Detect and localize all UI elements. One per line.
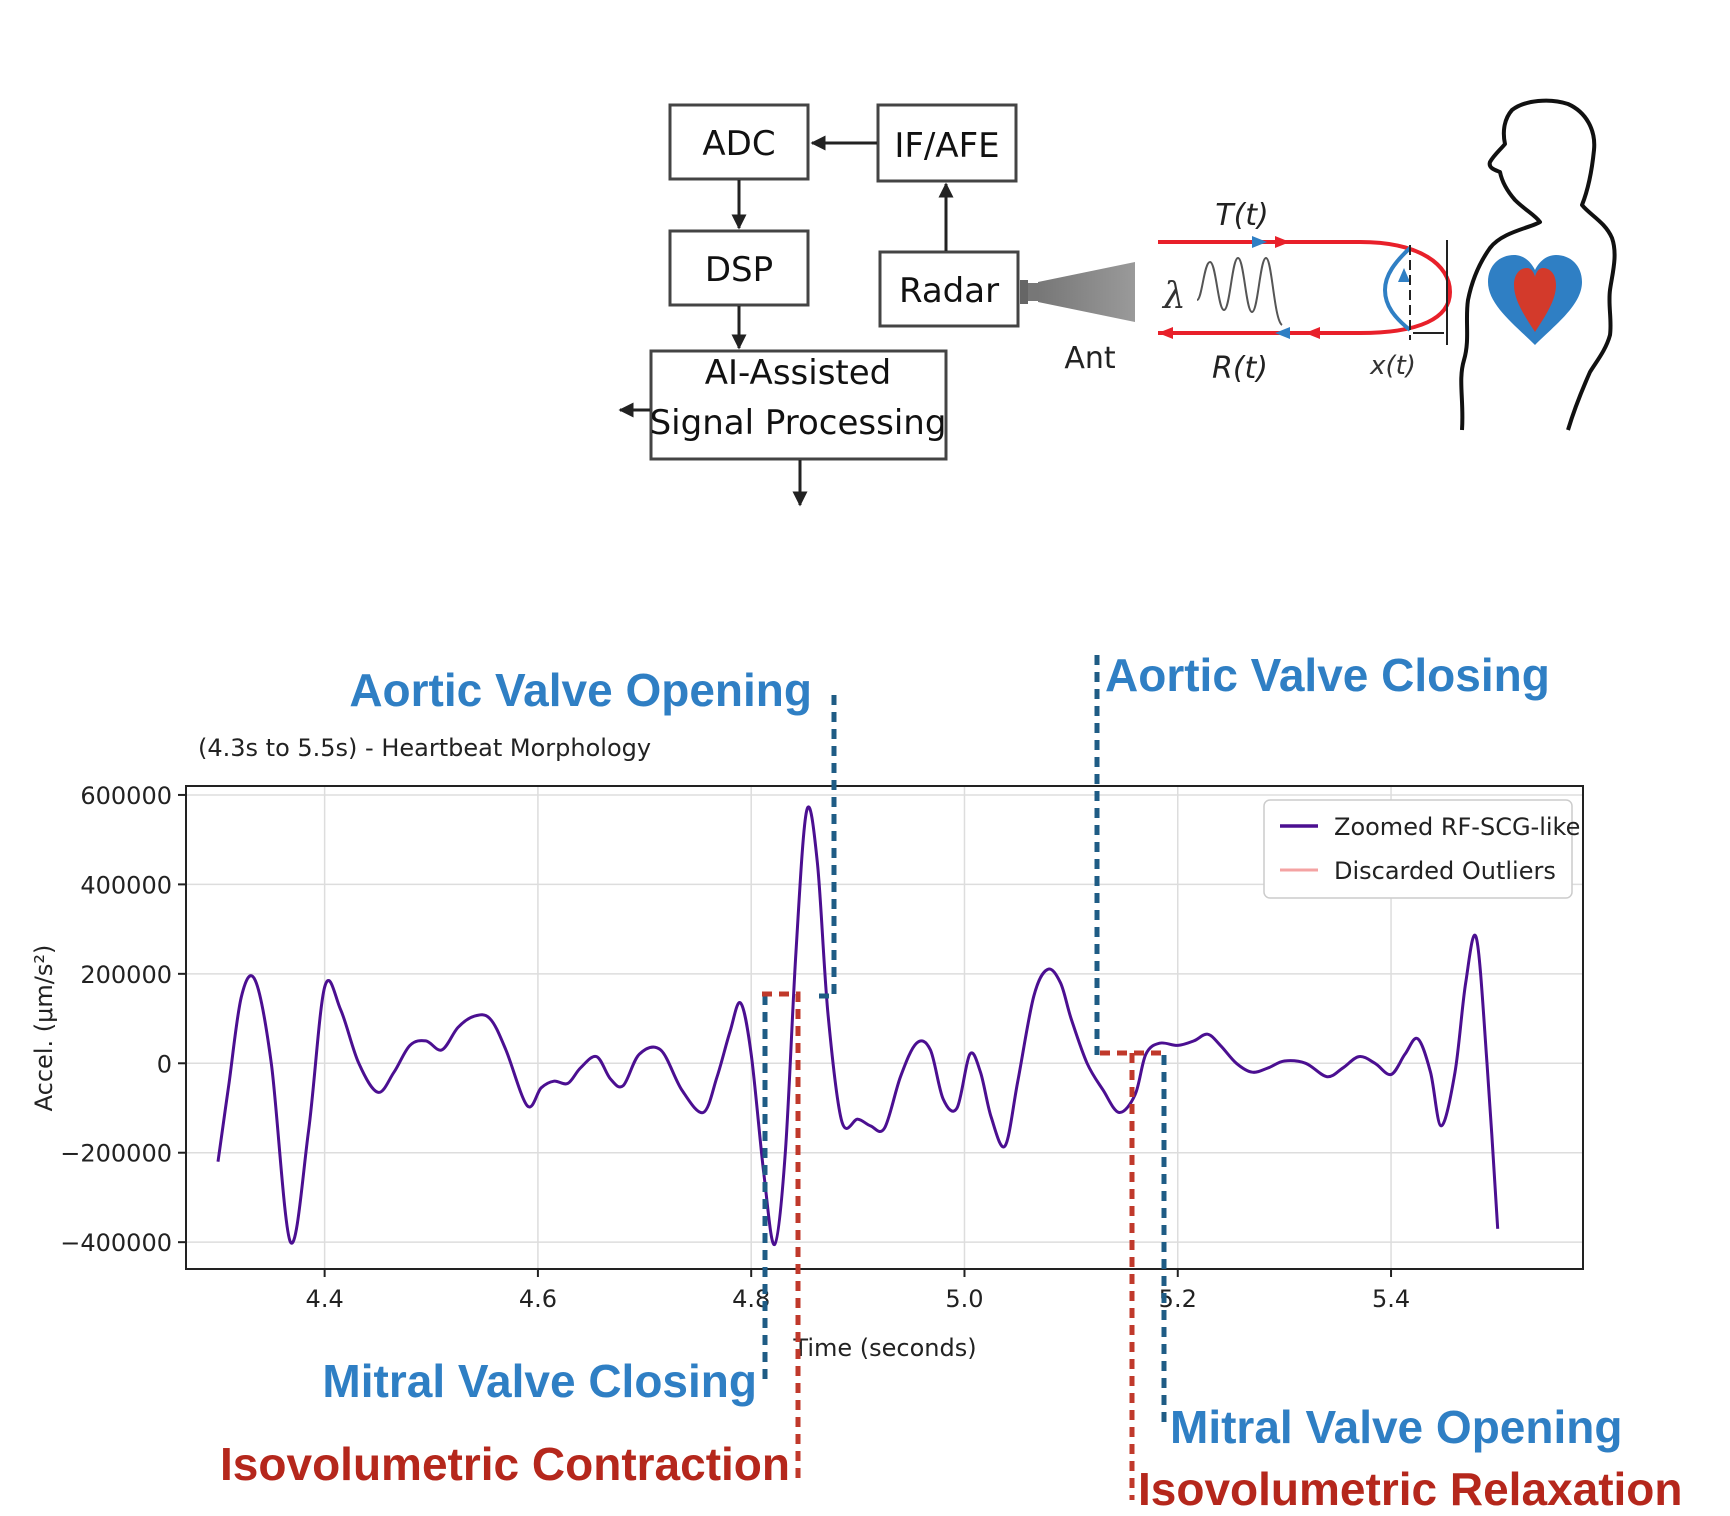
heart-icon xyxy=(1488,255,1582,345)
rx-arrow-blue xyxy=(1275,327,1290,339)
lambda-symbol: λ xyxy=(1161,276,1186,317)
legend-label-signal: Zoomed RF-SCG-like xyxy=(1334,813,1580,841)
x-tick-label: 4.6 xyxy=(519,1285,557,1313)
y-tick-label: 200000 xyxy=(80,961,172,989)
radar-block: Radar xyxy=(878,250,1020,328)
dsp-block: DSP xyxy=(668,229,810,307)
y-tick-label: −200000 xyxy=(60,1140,172,1168)
red-wave-path xyxy=(1158,240,1453,335)
mitral-opening-label: Mitral Valve Opening xyxy=(1170,1401,1622,1453)
y-tick-label: 0 xyxy=(157,1050,172,1078)
heartbeat-chart: (4.3s to 5.5s) - Heartbeat Morphology 60… xyxy=(30,734,1584,1362)
chart-legend: Zoomed RF-SCG-like Discarded Outliers xyxy=(1263,799,1580,899)
mitral-closing-label: Mitral Valve Closing xyxy=(322,1355,757,1407)
ai-processing-block: AI-Assisted Signal Processing xyxy=(649,349,948,461)
transmit-label: T(t) xyxy=(1215,198,1269,233)
tx-arrow-red xyxy=(1275,236,1290,248)
antenna-icon xyxy=(1020,262,1135,322)
if-afe-block: IF/AFE xyxy=(876,103,1018,183)
tx-arrow-blue xyxy=(1252,236,1267,248)
x-tick-label: 5.4 xyxy=(1372,1285,1410,1313)
aortic-opening-marker xyxy=(818,695,837,999)
ant-label: Ant xyxy=(1064,341,1116,376)
y-tick-label: −400000 xyxy=(60,1229,172,1257)
chart-title: (4.3s to 5.5s) - Heartbeat Morphology xyxy=(198,734,651,762)
blue-wave-path xyxy=(1382,246,1412,332)
plot-frame xyxy=(185,785,1584,1270)
isovolumetric-contraction-marker xyxy=(762,991,801,1480)
annotations: Aortic Valve Opening Aortic Valve Closin… xyxy=(220,649,1682,1515)
block-diagram: ADC IF/AFE DSP Radar AI-Assisted Signal … xyxy=(618,98,1617,507)
legend-label-outliers: Discarded Outliers xyxy=(1334,857,1556,885)
displacement-label: x(t) xyxy=(1369,351,1416,381)
adc-label: ADC xyxy=(702,124,775,164)
y-axis-label: Accel. (μm/s²) xyxy=(30,945,58,1112)
y-tick-label: 400000 xyxy=(80,871,172,899)
x-tick-label: 5.0 xyxy=(945,1285,983,1313)
adc-block: ADC xyxy=(668,103,810,181)
human-silhouette-icon xyxy=(1459,98,1617,431)
wave-diagram: λ T(t) R(t) x(t) xyxy=(1158,198,1453,386)
ai-label-line1: AI-Assisted xyxy=(705,353,892,393)
rx-arrow-red-1 xyxy=(1158,327,1173,339)
rx-arrow-red-2 xyxy=(1305,327,1320,339)
blue-arrow-tip xyxy=(1398,268,1410,282)
series-line-0 xyxy=(216,805,1500,1246)
x-tick-label: 4.4 xyxy=(306,1285,344,1313)
x-axis-label: Time (seconds) xyxy=(792,1334,976,1362)
y-tick-label: 600000 xyxy=(80,782,172,810)
aortic-opening-label: Aortic Valve Opening xyxy=(349,664,812,716)
series-layer xyxy=(216,805,1500,1246)
legend-box xyxy=(1263,799,1573,899)
receive-label: R(t) xyxy=(1212,351,1268,386)
ai-label-line2: Signal Processing xyxy=(650,403,947,443)
dsp-label: DSP xyxy=(705,250,773,290)
radar-label: Radar xyxy=(899,271,999,311)
lambda-waveform xyxy=(1196,256,1283,326)
isovolumetric-contraction-label: Isovolumetric Contraction xyxy=(220,1438,790,1490)
y-axis-ticks: 600000 400000 200000 0 −200000 −400000 xyxy=(60,782,186,1257)
if-afe-label: IF/AFE xyxy=(894,126,999,166)
aortic-closing-label: Aortic Valve Closing xyxy=(1105,649,1550,701)
isovolumetric-relaxation-label: Isovolumetric Relaxation xyxy=(1138,1463,1683,1515)
